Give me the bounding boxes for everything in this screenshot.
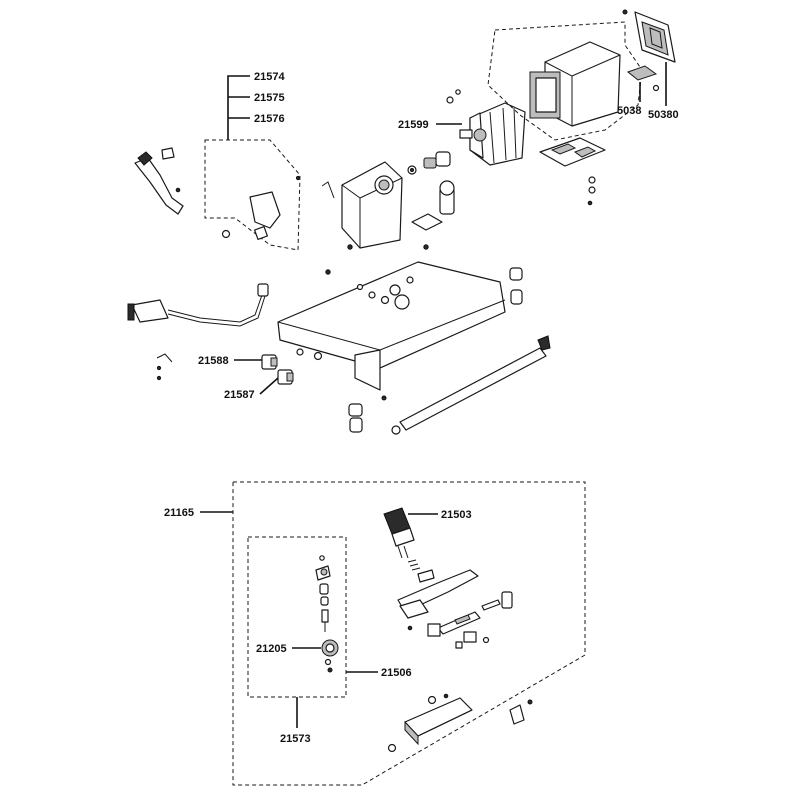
spacer-top — [439, 180, 455, 196]
lid-screw — [622, 9, 628, 15]
main-chassis — [277, 261, 506, 391]
cover-screw-top — [427, 695, 437, 705]
transformer-base-plate — [539, 137, 606, 167]
power-cable-plug — [127, 283, 269, 327]
callout-21573: 21573 — [280, 733, 311, 745]
chassis-screw-a — [325, 269, 331, 275]
bottom-cover — [404, 697, 473, 746]
chassis-screw-b — [381, 395, 387, 401]
switch-21587 — [277, 369, 294, 385]
bracket-plate — [249, 191, 281, 229]
control-plate — [397, 569, 479, 619]
linkage-nut — [482, 636, 490, 644]
bracket-tab — [253, 225, 269, 241]
mount-plate — [411, 213, 443, 231]
knob-21503 — [383, 507, 415, 559]
group-21165-outline — [232, 481, 586, 786]
cover-lid-50380 — [634, 11, 676, 63]
knob-washer — [417, 569, 435, 583]
small-screw-a — [156, 365, 162, 371]
callout-21574: 21574 — [254, 71, 285, 83]
small-screw-b — [156, 375, 162, 381]
linkage-pin — [481, 599, 501, 611]
foot-right-upper — [509, 267, 523, 305]
base-plate-screw — [587, 200, 593, 206]
callout-21588: 21588 — [198, 355, 229, 367]
rod-end-cap — [537, 335, 551, 351]
callout-21503: 21503 — [441, 509, 472, 521]
knob-spring — [407, 559, 421, 571]
mount-screw — [423, 244, 429, 250]
gasket-5038 — [626, 65, 658, 81]
bracket-screw — [175, 187, 181, 193]
leader-21574-group — [227, 75, 250, 140]
motor-cover-housing — [341, 161, 403, 249]
cover-clip — [509, 704, 525, 725]
callout-21165: 21165 — [164, 507, 194, 519]
rod-washer — [391, 425, 401, 435]
spring-clip — [321, 181, 335, 199]
cover-screw-right — [527, 699, 533, 705]
pedal-lever — [134, 147, 184, 215]
housing-screw — [347, 244, 353, 250]
leader-21587 — [259, 377, 279, 395]
bracket-washer — [295, 175, 301, 181]
linkage-bar — [437, 611, 481, 635]
fan-nut — [446, 96, 454, 104]
bracket-group-outline — [204, 139, 301, 251]
foot-left-lower — [348, 403, 363, 433]
cover-screw-bottom — [387, 743, 397, 753]
motor-21599 — [459, 102, 526, 166]
bracket-nut — [221, 229, 231, 239]
transformer-group-outline — [487, 21, 643, 141]
cover-screw-small — [443, 693, 449, 699]
linkage-screw — [407, 625, 413, 631]
motor-coupler — [407, 151, 451, 175]
callout-21205: 21205 — [256, 643, 287, 655]
callout-21599: 21599 — [398, 119, 429, 131]
lid-washer — [652, 84, 660, 92]
callout-21587: 21587 — [224, 389, 255, 401]
linkage-block-a — [427, 623, 441, 637]
linkage-block-b — [463, 631, 477, 643]
small-spring — [156, 353, 173, 363]
base-plate-nut — [588, 176, 596, 184]
callout-21576: 21576 — [254, 113, 285, 125]
callout-5038: 5038 — [617, 105, 641, 117]
fan-washer — [455, 89, 461, 95]
callout-21506: 21506 — [381, 667, 412, 679]
guide-rod — [399, 347, 547, 431]
valve-stack — [315, 555, 339, 673]
transformer-box — [529, 41, 621, 127]
linkage-clip — [501, 591, 513, 609]
group-21506-outline — [247, 536, 347, 698]
base-plate-nut-2 — [588, 186, 596, 194]
switch-21588 — [261, 354, 278, 370]
linkage-stud — [455, 641, 463, 649]
callout-50380: 50380 — [648, 109, 679, 121]
callout-21575: 21575 — [254, 92, 285, 104]
